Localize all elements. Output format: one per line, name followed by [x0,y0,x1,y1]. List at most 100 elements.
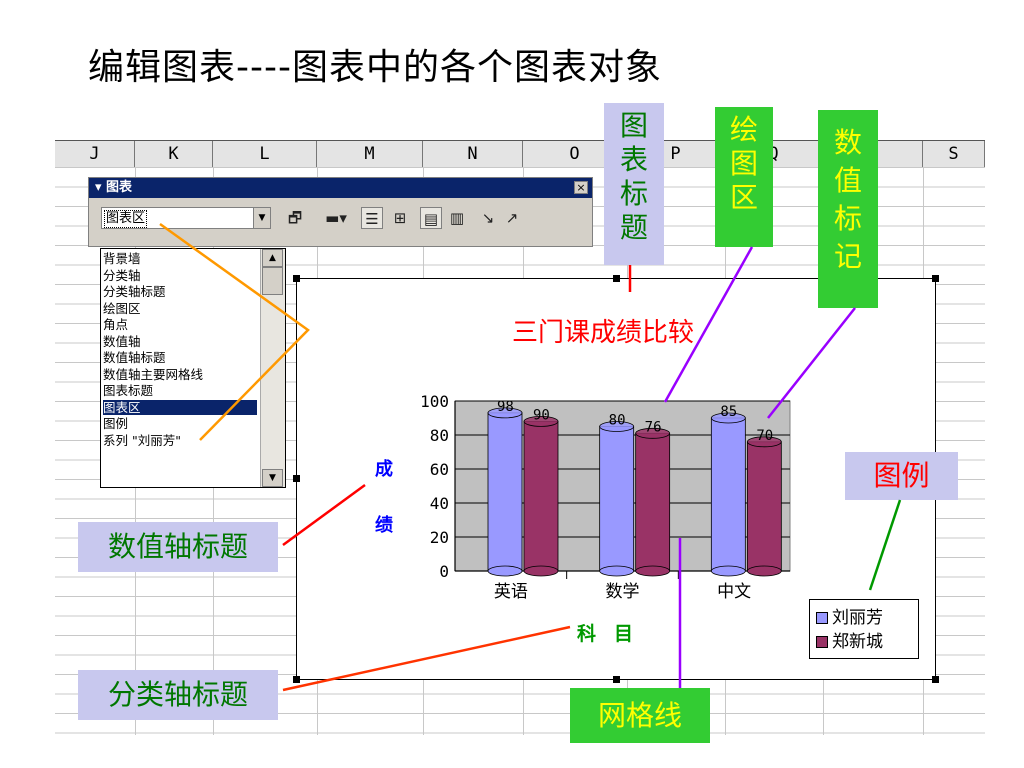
callout-char: 区 [729,181,758,214]
legend-callout: 图例 [845,452,958,500]
by-row-icon[interactable]: ▤ [420,207,442,229]
data-label: 98 [497,399,514,415]
bar-base [710,565,746,577]
bar-liu [710,417,746,572]
bar-top [746,436,782,448]
chart-object-option[interactable]: 角点 [103,317,129,332]
y-tick-label: 60 [430,460,449,479]
data-label: 76 [645,419,662,435]
resize-handle[interactable] [932,275,939,282]
legend-label: 刘丽芳 [832,608,883,628]
callout-char: 标 [619,177,648,210]
callout-char: 图 [619,109,648,142]
y-tick-label: 80 [430,426,449,445]
chart-object-option[interactable]: 图表标题 [103,383,154,398]
resize-handle[interactable] [613,275,620,282]
plot-svg: 0 20 40 60 80 100 英语 98 90 数学 80 76 中文 85 70 [420,392,791,602]
chart-object-option[interactable]: 数值轴标题 [103,350,166,365]
legend-item: 刘丽芳 [816,608,883,628]
chart-title-callout-text: 图表标题 [604,109,664,245]
data-table-icon[interactable]: ⊞ [393,209,407,227]
callout-char: 标 [833,202,862,235]
category-axis-title[interactable]: 科目 [577,623,652,645]
chart-object-option[interactable]: 数值轴主要网格线 [103,366,204,382]
bar-liu [599,426,635,572]
plot-area-callout-text: 绘图区 [715,113,773,215]
format-chart-area-icon[interactable]: 🗗 [287,209,303,227]
close-icon[interactable]: × [574,181,588,194]
by-column-icon[interactable]: ▥ [449,209,465,227]
y-tick-label: 40 [430,494,449,513]
scroll-thumb[interactable] [262,267,283,295]
y-tick-label: 0 [439,562,449,581]
chart-object-option[interactable]: 图表区 [103,399,257,415]
chart-objects-dropdown[interactable]: 图表区 ▼ [101,207,271,229]
bar-zheng [523,420,559,572]
column-header-l[interactable]: L [213,141,317,167]
bar-top [523,415,559,427]
chart-objects-list: 背景墙分类轴分类轴标题绘图区角点数值轴数值轴标题数值轴主要网格线图表标题图表区图… [100,248,286,488]
column-header-s[interactable]: S [923,141,985,167]
bar-top [710,412,746,424]
scrollbar[interactable]: ▲ ▼ [260,249,285,487]
legend-swatch [816,612,828,624]
chart-title[interactable]: 三门课成绩比较 [512,318,695,348]
chart-toolbar-title[interactable]: ▾ 图表 [89,178,592,198]
resize-handle[interactable] [932,676,939,683]
category-axis-title-callout: 分类轴标题 [78,670,278,720]
bar-zheng [746,441,782,572]
scroll-down-icon[interactable]: ▼ [262,469,283,487]
resize-handle[interactable] [293,475,300,482]
value-axis-title-callout: 数值轴标题 [78,522,278,572]
legend-swatch [816,636,828,648]
chart-object-option[interactable]: 绘图区 [103,300,141,316]
chart-object-option[interactable]: 系列 "刘丽芳" [103,432,181,448]
data-label: 85 [720,404,737,420]
bar-zheng [635,432,671,572]
chart-title-callout: 图表标题 [604,103,664,265]
slide-title: 编辑图表----图表中的各个图表对象 [88,47,662,88]
legend[interactable]: 刘丽芳 郑新城 [809,599,919,659]
resize-handle[interactable] [613,676,620,683]
data-label: 90 [533,407,550,423]
bar-liu [487,412,523,572]
bar-top [635,427,671,439]
legend-toggle-icon[interactable]: ☰ [361,207,383,229]
chart-objects-value: 图表区 [104,210,148,228]
y-tick-label: 20 [430,528,449,547]
scroll-up-icon[interactable]: ▲ [262,249,283,267]
bar-base [523,565,559,577]
x-tick-label: 中文 [717,582,751,602]
chart-area[interactable]: 三门课成绩比较 成 绩 科目 0 20 40 60 80 100 英语 98 90 数学 80 76 中… [293,275,939,683]
chevron-down-icon[interactable]: ▼ [253,208,270,228]
angle-text-upward-icon[interactable]: ↗ [505,209,519,227]
chart-type-icon[interactable]: ▬▾ [325,209,347,227]
column-header-m[interactable]: M [317,141,423,167]
gridlines-callout: 网格线 [570,688,710,743]
chart-object-option[interactable]: 分类轴 [103,267,141,283]
angle-text-downward-icon[interactable]: ↘ [481,209,495,227]
chart-toolbar: ▾ 图表 × 图表区 ▼ 🗗 ▬▾ ☰ ⊞ ▤ ▥ ↘ ↗ [88,177,593,247]
chart-object-option[interactable]: 图例 [103,416,129,431]
data-label: 70 [756,428,773,444]
column-header-j[interactable]: J [55,141,135,167]
column-header-k[interactable]: K [135,141,213,167]
chart-object-option[interactable]: 数值轴 [103,333,141,349]
data-label-callout: 数值标记 [818,110,878,308]
x-tick-label: 英语 [494,582,528,602]
x-tick-label: 数学 [606,582,640,602]
callout-char: 题 [619,211,648,244]
legend-label: 郑新城 [832,632,883,652]
callout-char: 数 [833,126,862,159]
bar-top [487,407,523,419]
column-header-n[interactable]: N [423,141,523,167]
y-tick-label: 100 [420,392,449,411]
data-label-callout-text: 数值标记 [818,124,878,276]
value-axis-title[interactable]: 成 绩 [375,459,393,536]
plot-area-callout: 绘图区 [715,107,773,247]
bar-base [599,565,635,577]
chart-object-option[interactable]: 分类轴标题 [103,284,166,299]
chart-object-option[interactable]: 背景墙 [103,251,141,266]
bar-base [746,565,782,577]
data-label: 80 [609,413,626,429]
